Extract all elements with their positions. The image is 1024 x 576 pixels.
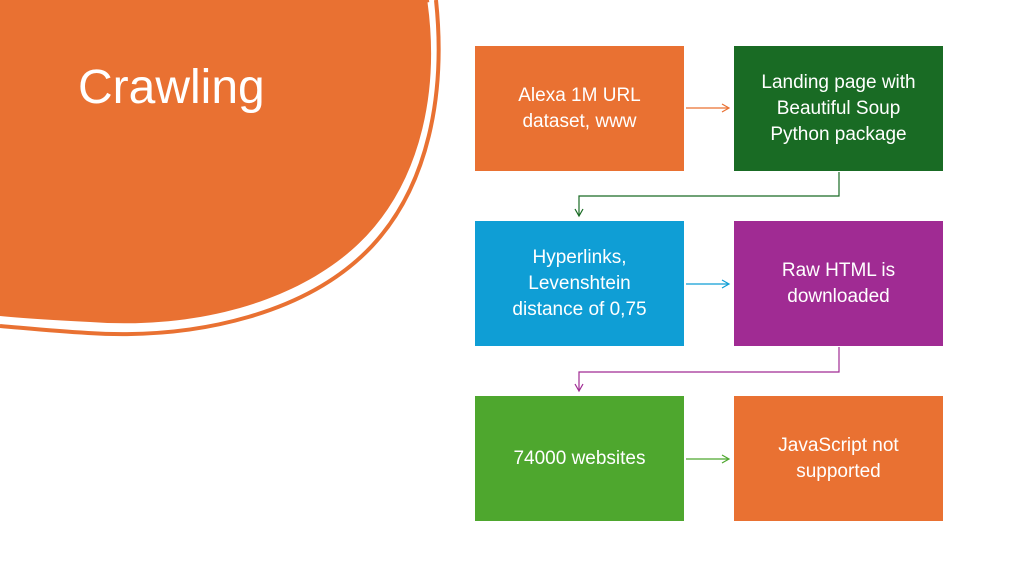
box-javascript-label: JavaScript not supported bbox=[778, 434, 899, 482]
box-raw-html: Raw HTML is downloaded bbox=[734, 221, 943, 346]
blob-rim-white bbox=[0, 1, 437, 331]
box-hyperlinks: Hyperlinks, Levenshtein distance of 0,75 bbox=[475, 221, 684, 346]
box-javascript: JavaScript not supported bbox=[734, 396, 943, 521]
box-hyperlinks-label: Hyperlinks, Levenshtein distance of 0,75 bbox=[512, 246, 647, 320]
box-alexa-dataset: Alexa 1M URL dataset, www bbox=[475, 46, 684, 171]
box-landing-page: Landing page with Beautiful Soup Python … bbox=[734, 46, 943, 171]
box-landing-page-label: Landing page with Beautiful Soup Python … bbox=[761, 71, 916, 145]
box-raw-html-label: Raw HTML is downloaded bbox=[781, 259, 896, 307]
box-websites-count: 74000 websites bbox=[475, 396, 684, 521]
box-websites-count-label: 74000 websites bbox=[513, 447, 646, 469]
orange-circle-shape bbox=[0, 0, 433, 324]
box-alexa-dataset-label: Alexa 1M URL dataset, www bbox=[518, 84, 641, 132]
slide-title: Crawling bbox=[78, 61, 265, 114]
blob-rim-orange bbox=[0, 0, 441, 337]
